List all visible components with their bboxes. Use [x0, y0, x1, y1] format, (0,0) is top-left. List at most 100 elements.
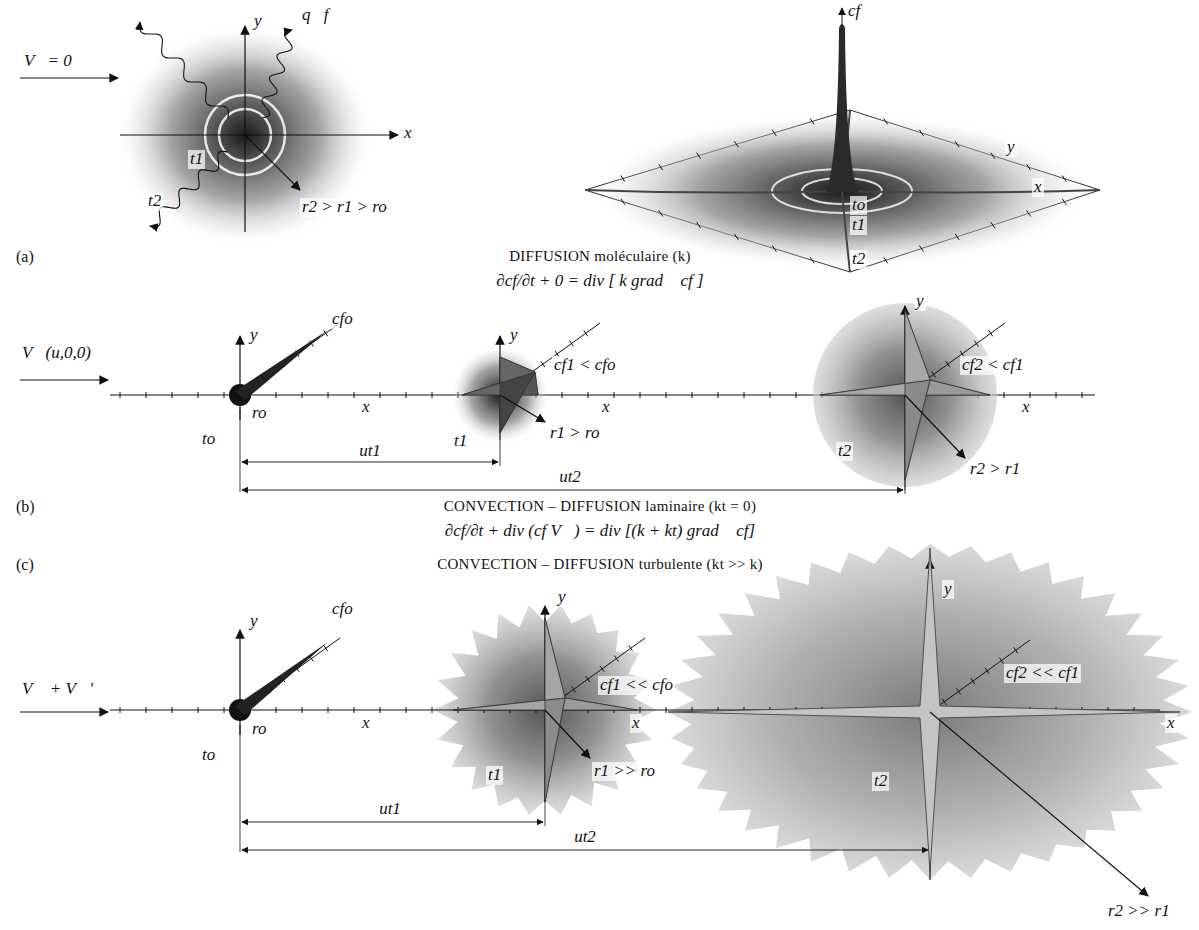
axis-tick	[1062, 176, 1066, 182]
axis-tick	[276, 392, 277, 398]
velocity-arrow	[20, 77, 118, 78]
velocity-arrow	[20, 711, 108, 712]
figure-label: y	[248, 326, 260, 345]
diffusion-cloud	[452, 347, 548, 443]
axis-tick	[942, 699, 946, 705]
axis-tick	[991, 222, 995, 228]
axis-tick	[772, 130, 776, 136]
figure-label: V⃗= 0	[22, 52, 74, 71]
concentration-cone	[462, 357, 535, 395]
figure-label: cf2 < cf1	[960, 356, 1026, 375]
radius-arrow	[500, 395, 545, 422]
y-axis	[244, 26, 245, 232]
axis-tick	[432, 707, 433, 713]
axis-tick	[572, 686, 576, 692]
concentration-cone	[453, 618, 565, 710]
axis-tick	[621, 176, 625, 182]
axis-tick	[666, 392, 667, 398]
figure-label: (a)	[14, 248, 36, 266]
figure-label: (b)	[14, 498, 37, 516]
axis-tick	[406, 707, 407, 713]
axis-tick	[770, 392, 771, 398]
axis-tick	[946, 361, 950, 367]
axis-tick	[614, 656, 618, 662]
figure-label: x	[360, 714, 372, 733]
axis-tick	[584, 330, 588, 336]
figure-label: y	[1005, 138, 1017, 157]
axis-tick	[120, 707, 121, 713]
axis-tick	[932, 371, 936, 377]
axis-tick	[541, 361, 545, 367]
axis-tick	[302, 392, 303, 398]
axis-tick	[919, 246, 923, 252]
figure-label: to	[200, 430, 217, 449]
axis-tick	[796, 392, 797, 398]
axis-tick	[354, 392, 355, 398]
figure-label: r2 >> r1	[1106, 902, 1172, 921]
figure-label: cf1 < cfo	[552, 356, 618, 375]
axis-tick	[380, 392, 381, 398]
dimension-extension	[240, 410, 241, 492]
figure-label: to	[200, 746, 217, 765]
axis-tick	[328, 392, 329, 398]
axis-tick	[659, 210, 663, 216]
radius-arrow	[545, 710, 590, 758]
axis-tick	[734, 234, 738, 240]
axis-tick	[640, 392, 641, 398]
figure-label: ut2	[572, 828, 598, 847]
heat-flux-wave	[140, 22, 229, 118]
axis-tick	[302, 707, 303, 713]
figure-label: ut1	[377, 800, 403, 819]
dimension-line	[242, 822, 543, 823]
axis-tick	[1056, 392, 1057, 398]
figure-label: cf1 << cfo	[598, 676, 675, 695]
figure-label: ∂cf/∂t + div (cf V⃗) = div [(k + kt) gra…	[443, 522, 757, 541]
figure-label: V⃗(u,0,0)	[20, 344, 93, 363]
figure-label: t1	[452, 432, 469, 451]
axis-tick	[198, 392, 199, 398]
axis-tick	[985, 668, 989, 674]
figure-label: q⃗f	[300, 6, 330, 25]
axis-tick	[697, 222, 701, 228]
figure-label: ut1	[357, 442, 383, 461]
axis-tick	[884, 257, 888, 263]
axis-tick	[569, 341, 573, 347]
axis-tick	[974, 341, 978, 347]
axis-tick	[734, 141, 738, 147]
y-axis	[239, 336, 240, 420]
figure-label: x	[630, 714, 642, 733]
axis-tick	[621, 199, 625, 205]
figure-label: (c)	[14, 556, 36, 574]
axis-tick	[406, 392, 407, 398]
axis-tick	[744, 392, 745, 398]
figure-label: y	[252, 12, 264, 31]
axis-tick	[1082, 392, 1083, 398]
figure-label: r2 > r1 > ro	[300, 198, 389, 217]
figure-label: to	[850, 196, 867, 215]
axis-tick	[919, 130, 923, 136]
heat-flux-wave	[262, 30, 292, 118]
axis-tick	[146, 707, 147, 713]
figure-label: cfo	[330, 600, 355, 619]
dimension-line	[242, 850, 928, 851]
axis-tick	[172, 392, 173, 398]
figure-label: ∂cf/∂t + 0 = div [ k grad⃗ cf ]	[494, 272, 705, 291]
axis-tick	[957, 688, 961, 694]
figure-label: y	[556, 588, 568, 607]
figure-label: DIFFUSION moléculaire (k)	[507, 248, 693, 265]
axis-tick	[629, 645, 633, 651]
axis-tick	[718, 392, 719, 398]
figure-label: x	[1020, 398, 1032, 417]
axis-tick	[955, 141, 959, 147]
figure-label: x	[1165, 714, 1177, 733]
axis-tick	[971, 678, 975, 684]
axis-tick	[1027, 164, 1031, 170]
axis-tick	[810, 118, 814, 124]
profile-ridge	[842, 190, 1100, 193]
radius-arrow	[930, 712, 1148, 896]
axis-tick	[324, 330, 328, 336]
concentration-peak	[826, 24, 858, 192]
axis-tick	[324, 645, 328, 651]
axis-tick	[276, 707, 277, 713]
